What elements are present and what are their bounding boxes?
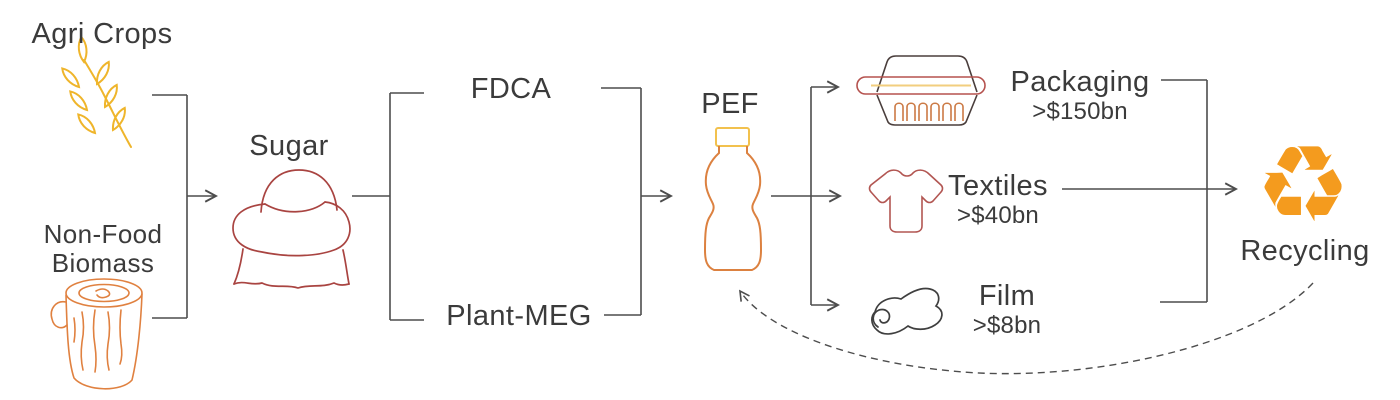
log-icon: [50, 278, 143, 390]
fdca-label: FDCA: [470, 73, 552, 105]
monomer-merge-bracket: [601, 87, 673, 316]
products-merge-bracket: [1062, 79, 1238, 303]
textiles-label-block: Textiles >$40bn: [948, 170, 1048, 230]
feedstock-merge-bracket: [152, 94, 218, 319]
clamshell-lid-base: [876, 55, 978, 126]
packaging-market-value: >$150bn: [1032, 98, 1128, 126]
recycling-label: Recycling: [1240, 235, 1370, 267]
packaging-label-block: Packaging >$150bn: [1010, 66, 1149, 126]
sugar-label: Sugar: [249, 130, 329, 162]
clamshell-rim: [856, 76, 986, 95]
clamshell-container-icon: [856, 55, 986, 126]
non-food-biomass-line2: Biomass: [51, 248, 155, 279]
film-label: Film: [978, 280, 1036, 312]
non-food-biomass-label: Non-Food Biomass: [43, 219, 163, 279]
textiles-label: Textiles: [948, 170, 1048, 202]
bottle-cap: [715, 127, 750, 147]
plant-meg-label: Plant-MEG: [446, 300, 592, 332]
pef-fanout-fork: [771, 80, 842, 312]
tshirt-icon: [868, 169, 944, 233]
pef-label: PEF: [701, 88, 759, 120]
film-roll-icon: [871, 287, 943, 335]
recycling-symbol-icon: ♻: [1255, 123, 1351, 246]
agri-crops-label: Agri Crops: [31, 18, 173, 50]
film-market-value: >$8bn: [972, 312, 1042, 340]
film-label-block: Film >$8bn: [973, 280, 1041, 340]
bottle-body: [703, 146, 763, 271]
monomer-split-bracket: [352, 92, 424, 321]
textiles-market-value: >$40bn: [957, 202, 1039, 230]
non-food-biomass-line1: Non-Food: [43, 219, 163, 249]
sugar-sack-icon: [232, 169, 351, 289]
packaging-label: Packaging: [1010, 66, 1150, 98]
clamshell-ribs: [894, 102, 964, 121]
connectors: [152, 79, 1314, 375]
wheat-icon: [61, 35, 132, 148]
bottle-icon: [703, 127, 763, 271]
recycle-loop-dashed-arrow: [739, 282, 1314, 375]
